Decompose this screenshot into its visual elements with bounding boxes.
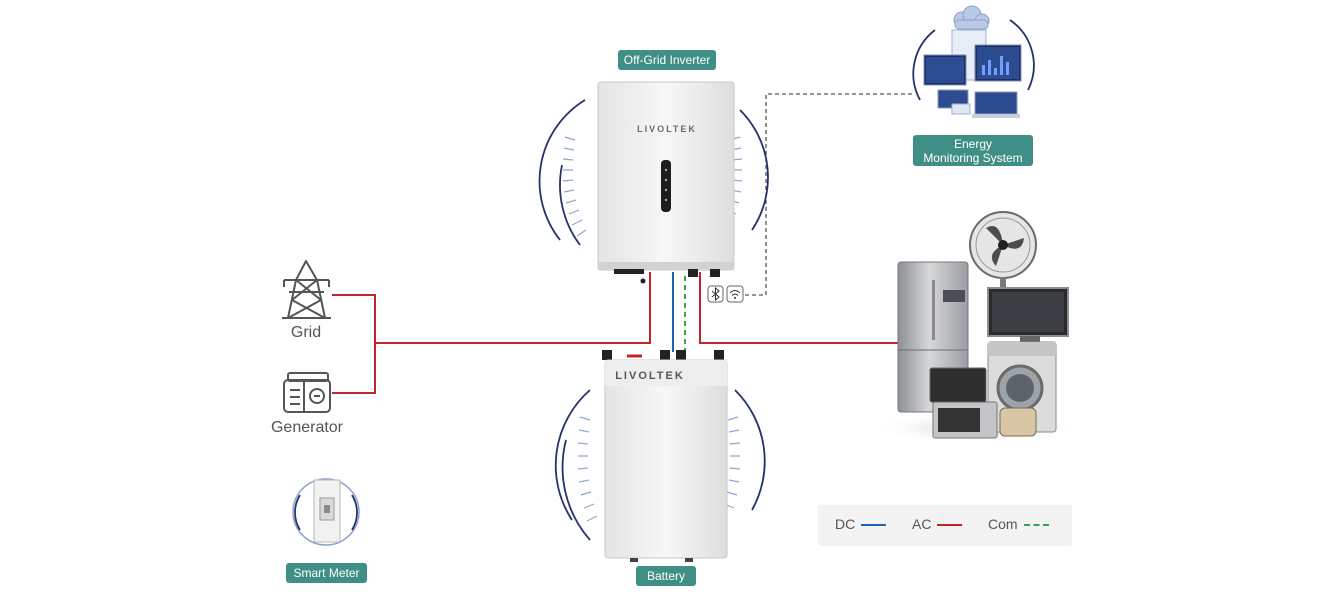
inverter-logo: LIVOLTEK	[637, 124, 697, 134]
legend-com: Com	[988, 516, 1049, 532]
legend-com-label: Com	[988, 516, 1018, 532]
legend-ac-label: AC	[912, 516, 932, 532]
energy-monitoring-line2: Monitoring System	[923, 151, 1023, 165]
inverter-display	[661, 160, 671, 212]
off-grid-inverter: LIVOLTEK	[538, 81, 769, 284]
battery-feet	[630, 558, 693, 562]
grid-ac-line	[332, 294, 376, 343]
wifi-icon	[726, 285, 744, 303]
monitoring-link	[745, 93, 912, 296]
battery-halo	[554, 389, 766, 541]
line-legend: DC AC Com	[818, 505, 1072, 546]
main-ac-bus	[375, 272, 651, 344]
energy-monitoring-line1: Energy	[953, 137, 993, 151]
bluetooth-icon	[707, 285, 724, 303]
battery-top-band	[605, 360, 727, 386]
legend-ac: AC	[912, 516, 963, 532]
smart-meter-tag: Smart Meter	[286, 563, 367, 583]
transmission-tower-icon	[282, 260, 331, 319]
legend-com-swatch	[1023, 524, 1049, 527]
inverter-halo	[538, 99, 769, 246]
grid-label: Grid	[290, 324, 322, 341]
generator-ac-line	[332, 343, 376, 394]
appliances-graphic	[870, 211, 1080, 444]
energy-monitoring-tag: Energy Monitoring System	[913, 135, 1033, 166]
battery-body	[604, 359, 728, 559]
inverter-connectors	[614, 269, 720, 284]
legend-dc: DC	[835, 516, 887, 532]
load-ac-line	[699, 272, 900, 344]
fan	[969, 211, 1037, 291]
energy-monitoring-graphic	[912, 5, 1035, 118]
battery-terminals	[602, 350, 724, 360]
battery: LIVOLTEK	[554, 350, 766, 562]
legend-ac-swatch	[937, 524, 963, 527]
toaster	[999, 407, 1037, 437]
battery-halo-ticks	[577, 416, 741, 522]
generator-icon	[283, 372, 331, 413]
ac-wiring	[332, 272, 900, 394]
legend-dc-label: DC	[835, 516, 856, 532]
battery-tag: Battery	[636, 566, 696, 586]
battery-logo: LIVOLTEK	[615, 370, 685, 382]
generator-label: Generator	[270, 419, 344, 436]
cloud-icon	[953, 5, 990, 30]
legend-dc-swatch	[861, 524, 887, 527]
inverter-tag: Off-Grid Inverter	[618, 50, 716, 70]
inverter-bottom-edge	[598, 262, 734, 270]
smart-meter-graphic	[292, 478, 360, 546]
